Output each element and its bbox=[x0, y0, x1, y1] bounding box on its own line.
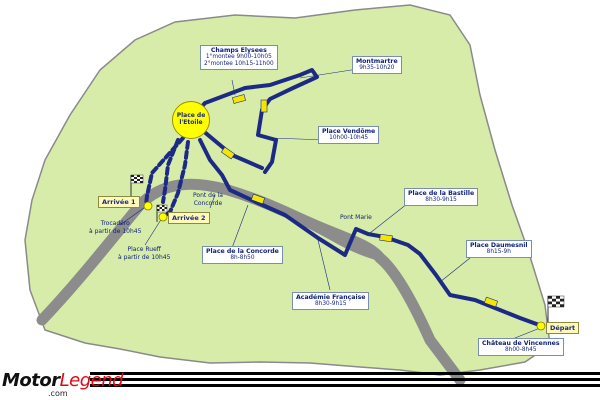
label-place-vendome: Place Vendôme 10h00-10h45 bbox=[318, 126, 380, 145]
label-name: Place Rueff bbox=[127, 246, 161, 253]
label-pont-concorde-2: Concorde bbox=[193, 199, 223, 207]
label-champs-elysees: Champs Elysees 1°montee 9h00-10h05 2°mon… bbox=[200, 45, 278, 71]
label-name: Champs Elysees bbox=[210, 47, 267, 54]
motorlegend-logo: MotorLegend bbox=[2, 370, 124, 391]
label-name: Place Daumesnil bbox=[470, 242, 528, 249]
label-pont-marie: Pont Marie bbox=[340, 214, 372, 222]
label-time: 1°montee 9h00-10h05 bbox=[205, 54, 272, 61]
label-time: 8h00-8h45 bbox=[504, 347, 537, 354]
label-place-bastille: Place de la Bastille 8h30-9h15 bbox=[404, 188, 479, 207]
label-time: 8h-8h50 bbox=[230, 255, 255, 262]
checkered-flag-arrivee2 bbox=[156, 204, 168, 222]
label-place-daumesnil: Place Daumesnil 8h15-9h bbox=[466, 240, 532, 259]
label-time-2: 2°montee 10h15-11h00 bbox=[204, 61, 274, 68]
logo-stripes bbox=[90, 372, 600, 387]
logo-domain: .com bbox=[48, 389, 68, 398]
label-pont-marie-text: Pont Marie bbox=[340, 214, 372, 221]
tag-arrivee-2: Arrivée 2 bbox=[168, 212, 210, 224]
finish-marker-1 bbox=[143, 201, 153, 211]
route-finish-dashed bbox=[144, 136, 190, 220]
place-etoile-marker: Place de l'Etoile bbox=[172, 101, 210, 139]
label-pont-concorde-1: Pont de la bbox=[193, 192, 223, 199]
label-time: à partir de 10h45 bbox=[118, 253, 171, 261]
etoile-line2: l'Etoile bbox=[179, 119, 203, 126]
label-name: Académie Française bbox=[296, 294, 366, 301]
label-name: Place de la Bastille bbox=[408, 190, 475, 197]
logo-brand-2: Legend bbox=[59, 370, 124, 391]
logo-brand-1: Motor bbox=[2, 370, 60, 391]
label-time: à partir de 10h45 bbox=[89, 227, 142, 235]
tag-arrivee-1: Arrivée 1 bbox=[98, 196, 140, 208]
label-name: Place de la Concorde bbox=[206, 248, 279, 255]
label-name: Montmartre bbox=[356, 58, 398, 65]
paris-land bbox=[24, 4, 551, 376]
route-arrows bbox=[220, 94, 499, 308]
etoile-line1: Place de bbox=[176, 112, 206, 120]
label-name: Trocadéro bbox=[100, 220, 130, 227]
label-time: 8h15-9h bbox=[486, 249, 511, 256]
label-chateau-vincennes: Château de Vincennes 8h00-8h45 bbox=[478, 338, 564, 357]
label-name: Château de Vincennes bbox=[482, 340, 560, 347]
start-marker bbox=[536, 321, 546, 331]
label-time: 9h35-10h20 bbox=[359, 65, 395, 72]
label-time: 8h30-9h15 bbox=[314, 301, 347, 308]
checkered-flag-arrivee1 bbox=[130, 174, 144, 200]
label-time: 8h30-9h15 bbox=[425, 197, 457, 204]
checkered-flag-depart bbox=[547, 295, 565, 326]
label-montmartre: Montmartre 9h35-10h20 bbox=[352, 56, 402, 75]
tag-depart: Départ bbox=[546, 322, 580, 334]
label-pont-concorde: Pont de la Concorde bbox=[193, 192, 223, 207]
label-trocadero: Trocadéro à partir de 10h45 bbox=[89, 220, 141, 235]
label-academie-francaise: Académie Française 8h30-9h15 bbox=[292, 292, 370, 311]
label-place-concorde: Place de la Concorde 8h-8h50 bbox=[202, 246, 283, 265]
label-place-rueff: Place Rueff à partir de 10h45 bbox=[118, 246, 170, 261]
finish-marker-2 bbox=[158, 212, 168, 222]
label-name: Place Vendôme bbox=[322, 128, 376, 135]
label-time: 10h00-10h45 bbox=[329, 135, 369, 142]
